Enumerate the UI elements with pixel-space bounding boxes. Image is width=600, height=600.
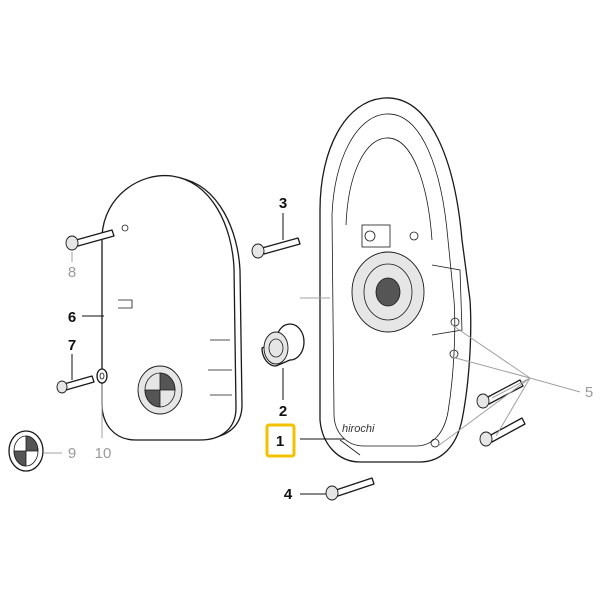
callout-7: 7 — [68, 337, 76, 354]
leader-5b — [495, 377, 531, 437]
leader-5c — [451, 324, 531, 379]
callout-10: 10 — [95, 445, 112, 462]
screw-7 — [56, 375, 95, 394]
screw-4 — [325, 477, 375, 501]
leader-5e — [437, 377, 531, 447]
callout-9: 9 — [68, 445, 76, 462]
callout-1: 1 — [276, 433, 284, 450]
callout-3: 3 — [279, 195, 287, 212]
screw-3 — [251, 237, 301, 259]
callout-6: 6 — [68, 309, 76, 326]
leader-5d — [451, 356, 531, 379]
callout-4: 4 — [284, 486, 293, 503]
screw-8 — [65, 229, 115, 251]
shaft-seal — [261, 323, 305, 367]
watermark-text: hirochi — [342, 423, 375, 435]
badge-9 — [8, 430, 44, 472]
outer-timing-cover — [101, 174, 243, 441]
callout-8: 8 — [68, 264, 76, 281]
callout-2: 2 — [279, 403, 287, 420]
washer-10 — [96, 368, 108, 384]
highlight-box — [265, 423, 296, 458]
inner-timing-case — [319, 97, 472, 463]
callout-5: 5 — [585, 384, 593, 401]
screws-5 — [476, 379, 526, 447]
